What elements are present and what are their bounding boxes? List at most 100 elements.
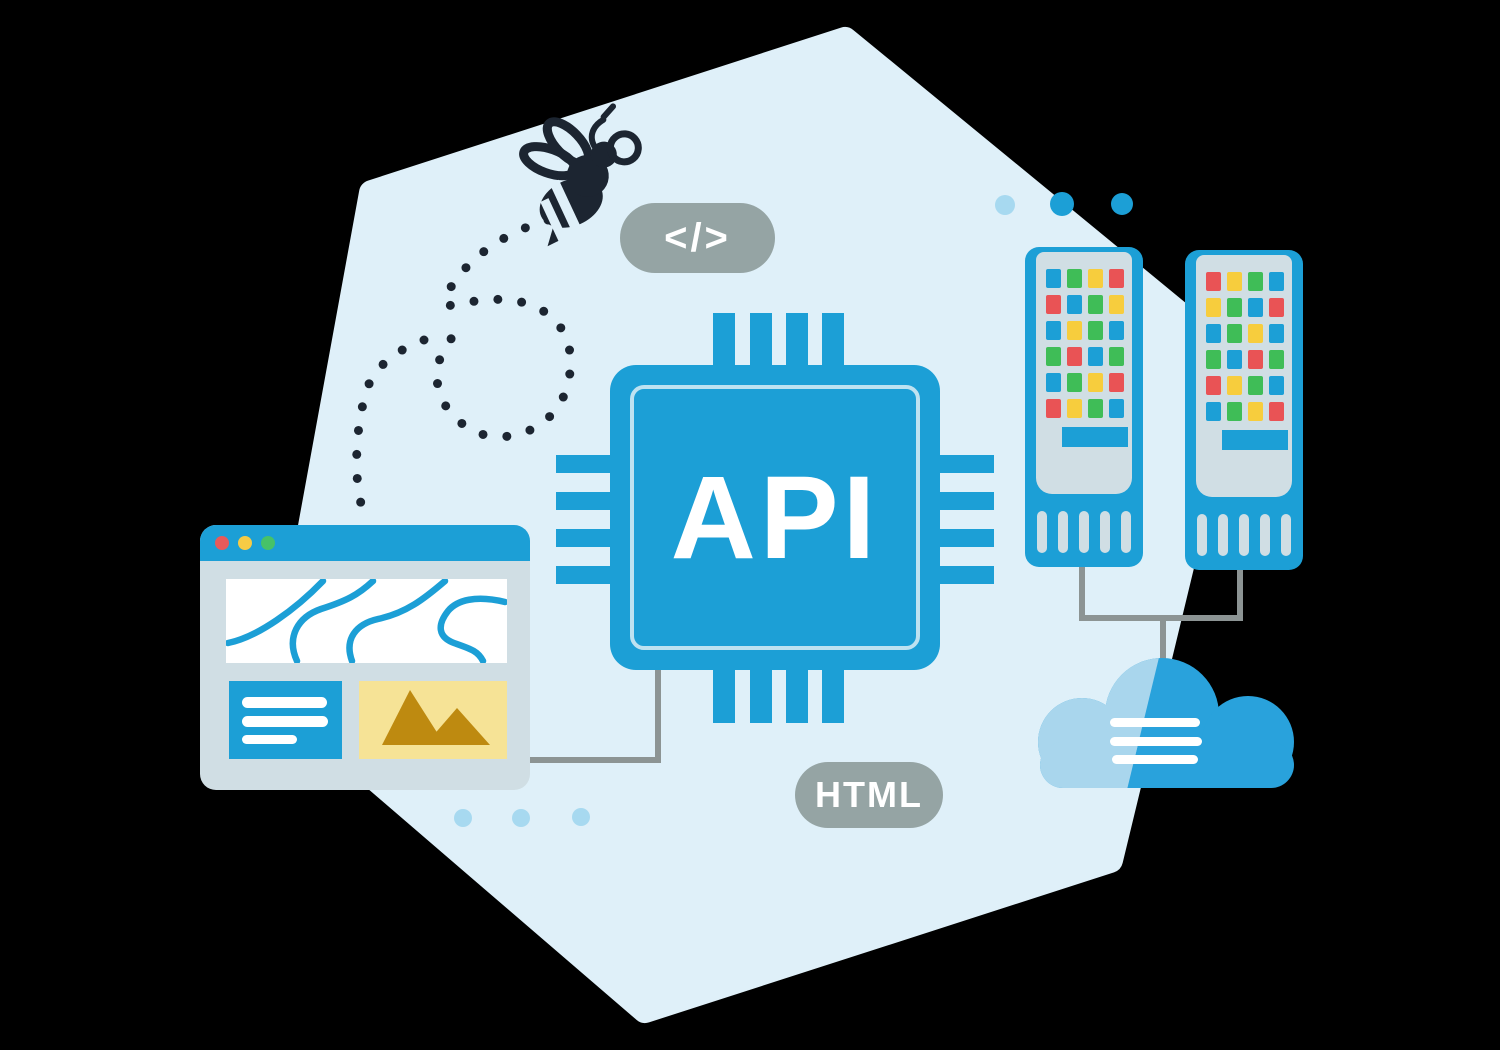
server-led-b: [1206, 402, 1221, 421]
server-led-g: [1046, 347, 1061, 366]
server-led-y: [1248, 402, 1263, 421]
bee-abdomen: [539, 177, 603, 228]
chip-pin: [786, 667, 808, 723]
server-led-g: [1227, 298, 1242, 317]
chip-pin: [556, 529, 614, 547]
bee-stripe: [549, 179, 584, 237]
chip-pin: [750, 313, 772, 369]
server-led-g: [1248, 272, 1263, 291]
bee-flight-trail: [432, 215, 576, 442]
server-led-b: [1227, 350, 1242, 369]
chip-pin: [936, 492, 994, 510]
dot: [454, 809, 472, 827]
chip-pin: [713, 667, 735, 723]
server-led-y: [1248, 324, 1263, 343]
vent-slot: [1281, 514, 1291, 556]
browser-window: [200, 525, 530, 790]
bee-flight-trail-tail: [352, 335, 429, 526]
vent-slot: [1079, 511, 1089, 553]
window-minimize-dot: [238, 536, 252, 550]
chip-pin: [556, 455, 614, 473]
server-led-g: [1227, 402, 1242, 421]
server-led-b: [1046, 269, 1061, 288]
vent-slot: [1239, 514, 1249, 556]
server-led-y: [1088, 373, 1103, 392]
server-led-b: [1067, 295, 1082, 314]
server-led-g: [1088, 295, 1103, 314]
text-line: [242, 716, 328, 727]
server-led-r: [1206, 272, 1221, 291]
server-led-grid: [1206, 272, 1284, 421]
wire-chip-to-browser: [530, 668, 661, 763]
code-tag-label: </>: [664, 215, 731, 260]
server-led-y: [1067, 399, 1082, 418]
server-led-r: [1067, 347, 1082, 366]
vent-slot: [1121, 511, 1131, 553]
server-led-y: [1227, 272, 1242, 291]
server-led-b: [1046, 373, 1061, 392]
decorative-dots-bottom-left: [454, 808, 590, 827]
cloud-icon-highlight: [1038, 658, 1185, 788]
dot: [995, 195, 1015, 215]
server-led-b: [1109, 399, 1124, 418]
code-tag-badge: </>: [620, 203, 775, 273]
bee-antenna: [588, 116, 607, 150]
bee-stinger: [547, 225, 567, 247]
bee-thorax: [566, 154, 609, 197]
server-led-r: [1248, 350, 1263, 369]
vent-slot: [1260, 514, 1270, 556]
server-led-grid: [1046, 269, 1124, 418]
map-contour-lines: [224, 577, 509, 665]
vent-slot: [1100, 511, 1110, 553]
server-panel: [1196, 255, 1292, 497]
server-led-y: [1109, 295, 1124, 314]
window-maximize-dot: [261, 536, 275, 550]
chip-pin: [750, 667, 772, 723]
dot: [512, 809, 530, 827]
server-led-b: [1269, 272, 1284, 291]
server-led-y: [1206, 298, 1221, 317]
server-led-b: [1046, 321, 1061, 340]
server-led-r: [1046, 295, 1061, 314]
cloud-text-lines: [1110, 718, 1202, 764]
cloud-icon: [1038, 658, 1294, 788]
vent-slot: [1037, 511, 1047, 553]
html-badge: HTML: [795, 762, 943, 828]
server-led-r: [1269, 402, 1284, 421]
server-vent-slots: [1037, 511, 1131, 553]
server-led-b: [1109, 321, 1124, 340]
server-led-g: [1067, 269, 1082, 288]
mountains-icon: [382, 690, 490, 745]
server-led-g: [1088, 321, 1103, 340]
server-led-r: [1046, 399, 1061, 418]
server-led-g: [1088, 399, 1103, 418]
chip-body: API: [610, 365, 940, 670]
server-led-r: [1109, 373, 1124, 392]
server-led-g: [1269, 350, 1284, 369]
vent-slot: [1197, 514, 1207, 556]
map-panel: [224, 577, 509, 665]
server-led-y: [1088, 269, 1103, 288]
server-led-r: [1269, 298, 1284, 317]
server-tower-left: [1025, 247, 1143, 567]
server-drive-bay: [1222, 430, 1288, 450]
server-drive-bay: [1062, 427, 1128, 447]
browser-titlebar: [200, 525, 530, 561]
server-led-g: [1109, 347, 1124, 366]
server-led-b: [1269, 324, 1284, 343]
server-led-b: [1088, 347, 1103, 366]
chip-pin: [556, 492, 614, 510]
server-led-g: [1067, 373, 1082, 392]
dot: [1050, 192, 1074, 216]
bee-wing-right: [542, 117, 594, 169]
server-led-g: [1248, 376, 1263, 395]
server-tower-right: [1185, 250, 1303, 570]
server-led-g: [1206, 350, 1221, 369]
vent-slot: [1058, 511, 1068, 553]
text-line: [242, 697, 327, 708]
server-vent-slots: [1197, 514, 1291, 556]
server-led-r: [1206, 376, 1221, 395]
chip-pin: [936, 566, 994, 584]
window-close-dot: [215, 536, 229, 550]
